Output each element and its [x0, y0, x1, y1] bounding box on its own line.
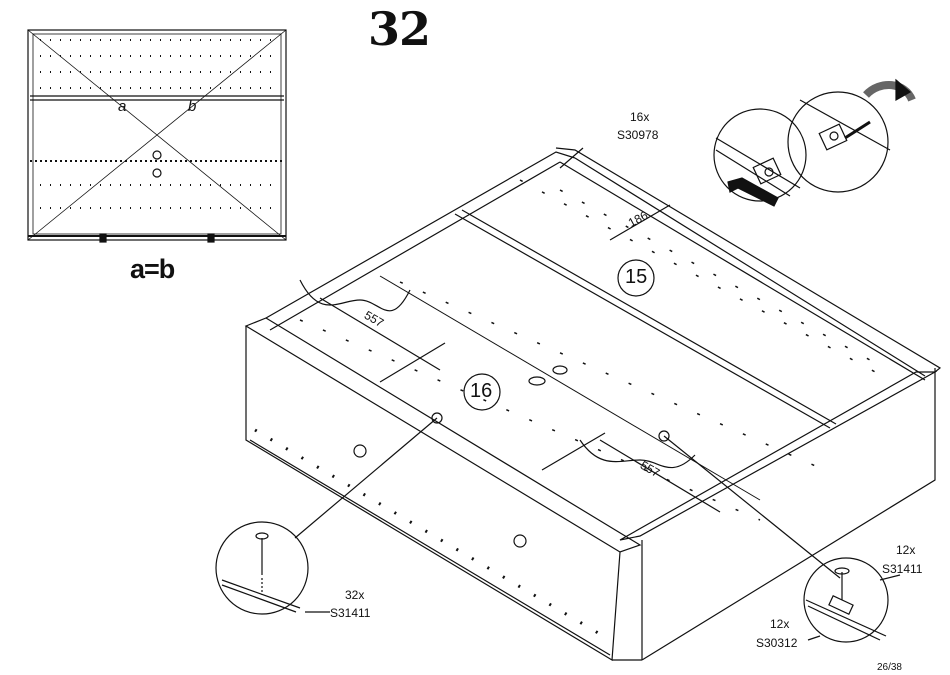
page-number: 26/38	[876, 662, 902, 673]
part-qty-3: 12x	[896, 543, 916, 557]
diagonal-label-b: b	[188, 98, 197, 115]
detail-screw-left	[215, 521, 309, 615]
part-qty-2: 32x	[345, 588, 365, 602]
direction-arrow	[727, 177, 779, 207]
detail-screw-right	[803, 557, 889, 643]
part-code-1: S30978	[617, 128, 659, 142]
panel-15-circle	[617, 259, 655, 297]
panel-label-15: 15	[625, 266, 648, 288]
part-qty-1: 16x	[630, 110, 650, 124]
overview-diagram	[27, 29, 287, 243]
part-code-3: S31411	[882, 562, 923, 576]
step-number: 32	[368, 2, 431, 56]
detail-connectors	[713, 78, 916, 202]
part-qty-4: 12x	[770, 617, 790, 631]
panel-16-circle	[463, 373, 501, 411]
box-outline	[244, 147, 942, 662]
part-code-4: S30312	[756, 636, 798, 650]
diagonal-rule: a=b	[130, 254, 175, 284]
diagonal-label-a: a	[118, 98, 127, 115]
panel-label-16: 16	[470, 380, 493, 402]
part-code-2: S31411	[330, 606, 371, 620]
